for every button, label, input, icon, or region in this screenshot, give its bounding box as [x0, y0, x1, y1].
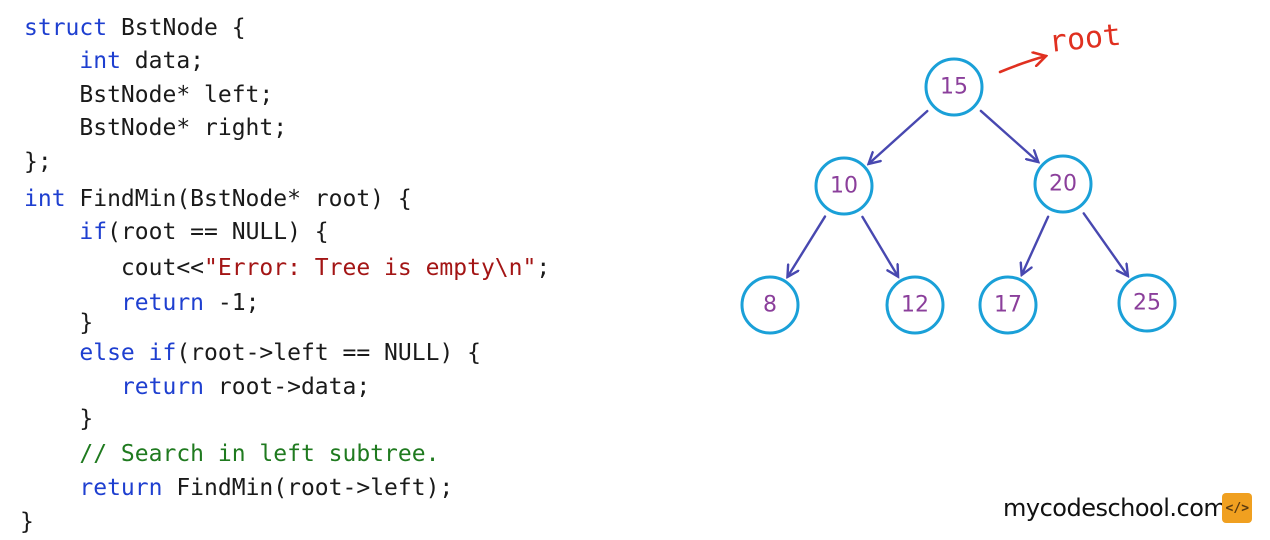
tree-node-17: 17	[978, 275, 1038, 335]
node-circle	[978, 275, 1038, 335]
tree-node-10: 10	[814, 156, 874, 216]
code-token: ;	[536, 255, 551, 281]
code-keyword: return	[120, 290, 205, 316]
node-circle	[924, 57, 984, 117]
edge-n20-n17	[1022, 215, 1050, 274]
code-line: return -1;	[24, 288, 259, 318]
code-keyword: else	[79, 340, 135, 366]
code-token	[24, 374, 121, 400]
code-line: // Search in left subtree.	[24, 439, 439, 469]
code-token	[24, 475, 79, 501]
code-keyword: return	[79, 475, 163, 501]
code-line: if(root == NULL) {	[24, 217, 329, 247]
code-keyword: return	[120, 374, 205, 400]
code-token: data;	[120, 48, 205, 74]
edge-n15-n10	[869, 109, 929, 163]
code-token	[24, 48, 79, 74]
code-line: };	[24, 147, 52, 177]
edge-n20-n25	[1082, 212, 1128, 275]
node-value: 15	[940, 75, 968, 100]
code-token: (root == NULL) {	[107, 219, 329, 245]
code-token	[24, 441, 79, 467]
node-circle	[1117, 273, 1177, 333]
code-token: }	[24, 310, 94, 336]
edge-n15-n20	[979, 109, 1038, 161]
tree-node-12: 12	[885, 275, 945, 335]
tree-node-20: 20	[1033, 154, 1093, 214]
root-label: root	[1047, 18, 1123, 60]
edges-layer	[788, 109, 1128, 277]
tree-node-8: 8	[740, 275, 800, 335]
root-arrow	[998, 56, 1046, 74]
code-token: }	[24, 406, 94, 432]
code-line: BstNode* left;	[24, 80, 273, 110]
node-value: 25	[1133, 291, 1161, 316]
code-token: BstNode* left;	[24, 82, 274, 108]
nodes-layer: 15 10 20 8 12 17 25	[740, 57, 1177, 335]
code-panel: struct BstNode { int data; BstNode* left…	[20, 13, 550, 537]
code-token: BstNode {	[107, 15, 246, 41]
node-circle	[1033, 154, 1093, 214]
watermark-text: mycodeschool.com	[1003, 494, 1227, 522]
code-token: cout<<	[24, 255, 205, 281]
node-value: 17	[994, 293, 1022, 318]
edge-n10-n8	[788, 215, 827, 277]
code-line: return FindMin(root->left);	[24, 473, 453, 503]
code-token: (root->left == NULL) {	[176, 340, 481, 366]
code-keyword: int	[24, 186, 66, 212]
code-token: FindMin(root->left);	[162, 475, 454, 501]
root-annotation: root	[998, 18, 1123, 74]
node-circle	[740, 275, 800, 335]
code-token: BstNode* right;	[24, 115, 288, 141]
code-keyword: int	[79, 48, 121, 74]
code-token	[24, 340, 79, 366]
code-token	[135, 340, 149, 366]
code-line: return root->data;	[24, 372, 370, 402]
code-line: BstNode* right;	[24, 113, 287, 143]
watermark: mycodeschool.com </>	[1003, 490, 1253, 526]
code-line: }	[24, 308, 93, 338]
edge-n10-n12	[861, 215, 897, 276]
code-token: -1;	[204, 290, 260, 316]
node-value: 12	[901, 293, 929, 318]
code-keyword: struct	[24, 15, 108, 41]
node-value: 10	[830, 174, 858, 199]
code-line: else if(root->left == NULL) {	[24, 338, 481, 368]
node-circle	[885, 275, 945, 335]
code-comment: // Search in left subtree.	[79, 441, 440, 467]
code-token: }	[20, 509, 34, 535]
node-circle	[814, 156, 874, 216]
code-token: root->data;	[204, 374, 371, 400]
code-line: }	[20, 507, 34, 537]
node-value: 20	[1049, 172, 1077, 197]
code-keyword: if	[79, 219, 108, 245]
tree-node-25: 25	[1117, 273, 1177, 333]
bst-diagram: 15 10 20 8 12 17 25 root	[740, 18, 1177, 335]
tree-node-15: 15	[924, 57, 984, 117]
code-line: int FindMin(BstNode* root) {	[24, 184, 412, 214]
code-line: struct BstNode {	[24, 13, 246, 43]
code-token	[24, 219, 79, 245]
code-line: }	[24, 404, 93, 434]
code-line: int data;	[24, 46, 204, 76]
code-token: };	[24, 149, 52, 175]
code-keyword: if	[148, 340, 177, 366]
node-value: 8	[763, 293, 777, 318]
code-token: FindMin(BstNode* root) {	[65, 186, 412, 212]
code-logo-icon: </>	[1222, 493, 1253, 523]
code-line: cout<<"Error: Tree is empty\n";	[24, 253, 550, 283]
code-string: "Error: Tree is empty\n"	[204, 255, 537, 281]
